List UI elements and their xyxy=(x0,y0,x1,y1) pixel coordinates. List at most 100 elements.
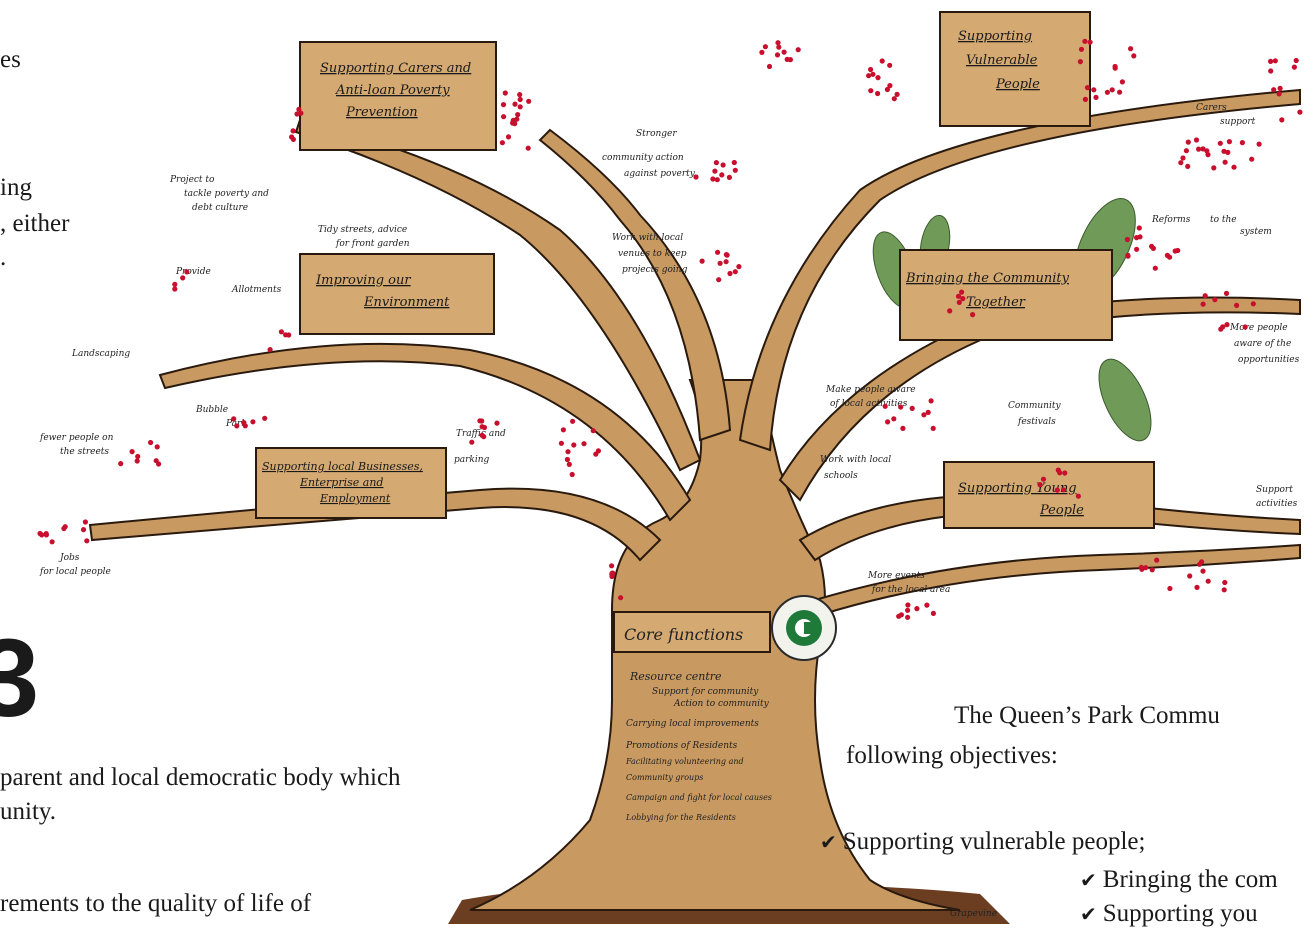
right-intro-line-2: following objectives: xyxy=(846,742,1058,769)
vote-dot xyxy=(289,134,295,140)
vote-dot xyxy=(1185,139,1191,145)
vote-dot xyxy=(1167,254,1173,260)
vote-dot xyxy=(61,525,67,532)
vote-dot xyxy=(914,606,920,612)
vote-dot xyxy=(571,442,577,448)
vote-dot xyxy=(1217,140,1223,146)
vote-dot xyxy=(716,277,722,283)
vote-dot xyxy=(180,275,186,281)
vote-dot xyxy=(868,88,874,94)
box-supporting-carers-line-2: Anti-loan Poverty xyxy=(335,83,450,98)
vote-dot xyxy=(879,58,885,64)
vote-dot xyxy=(717,260,723,266)
note-stronger: Stronger xyxy=(636,129,677,139)
vote-dot xyxy=(1272,58,1278,64)
vote-dot xyxy=(905,602,911,608)
core-functions-item: Carrying local improvements xyxy=(626,719,759,729)
note-people-aware: More people xyxy=(1229,323,1288,333)
box-supporting-vulnerable-line-3: People xyxy=(995,77,1040,92)
vote-dot xyxy=(231,416,237,422)
box-supporting-young-line-1: Supporting Young xyxy=(958,481,1077,496)
box-supporting-businesses-line-2: Enterprise and xyxy=(299,476,383,489)
vote-dot xyxy=(118,461,124,467)
vote-dot xyxy=(732,167,738,173)
vote-dot xyxy=(593,451,599,457)
vote-dot xyxy=(1205,578,1211,584)
vote-dot xyxy=(153,458,159,464)
vote-dot xyxy=(775,40,781,46)
branch-right-middle xyxy=(778,296,1301,502)
vote-dot xyxy=(558,440,565,446)
vote-dot xyxy=(905,614,911,620)
vote-dot xyxy=(1221,148,1227,154)
vote-dot xyxy=(154,444,160,450)
note-support-young: activities xyxy=(1256,499,1298,509)
vote-dot xyxy=(724,252,730,258)
vote-dot xyxy=(956,299,962,305)
vote-dot xyxy=(732,269,738,275)
objective-item-3: Supporting you xyxy=(1080,898,1258,931)
vote-dot xyxy=(1087,39,1093,45)
vote-dot xyxy=(875,75,881,81)
vote-dot xyxy=(1117,89,1123,95)
vote-dot xyxy=(713,160,720,166)
branch-right-upper xyxy=(738,88,1301,452)
vote-dot xyxy=(1128,46,1134,52)
vote-dot xyxy=(885,419,891,425)
vote-dot xyxy=(887,62,893,68)
vote-dot xyxy=(517,104,523,110)
box-improving-environment xyxy=(299,253,495,335)
left-paragraph-line-1: parent and local democratic body which xyxy=(0,764,401,791)
box-improving-environment-line-1: Improving our xyxy=(315,273,411,288)
note-ref-right: to the xyxy=(1210,215,1237,225)
box-bringing-community-line-2: Together xyxy=(966,295,1026,310)
vote-dot xyxy=(1119,79,1125,85)
vote-dot xyxy=(479,418,485,424)
vote-dot xyxy=(1149,567,1155,573)
vote-dot xyxy=(781,49,787,55)
vote-dot xyxy=(505,134,512,140)
vote-dot xyxy=(1167,585,1173,592)
vote-dot xyxy=(566,461,572,467)
box-supporting-young xyxy=(943,461,1155,529)
vote-dot xyxy=(1256,141,1262,147)
vote-dot xyxy=(774,52,781,58)
core-functions-item: Support for community xyxy=(652,687,759,697)
vote-dot xyxy=(759,49,765,56)
vote-dot xyxy=(560,427,567,433)
note-project: debt culture xyxy=(192,203,248,213)
objective-item-2-label: Bringing the com xyxy=(1102,866,1278,893)
vote-dot xyxy=(241,420,247,426)
vote-dot xyxy=(294,111,300,117)
vote-dot xyxy=(618,595,624,601)
vote-dot xyxy=(609,573,615,580)
vote-dot xyxy=(1134,246,1140,252)
vote-dot xyxy=(525,145,531,151)
section-number: 3 xyxy=(0,617,40,740)
vote-dot xyxy=(884,86,891,93)
vote-dot xyxy=(515,112,521,118)
vote-dot xyxy=(469,439,475,445)
vote-dot xyxy=(898,612,905,618)
vote-dot xyxy=(1037,482,1043,488)
vote-dot xyxy=(1060,487,1067,493)
vote-dot xyxy=(795,47,801,53)
note-work-loan: projects going xyxy=(622,265,688,275)
vote-dot xyxy=(1131,53,1137,59)
vote-dot xyxy=(1154,557,1160,563)
vote-dot xyxy=(172,281,178,287)
objective-item-1: Supporting vulnerable people; xyxy=(820,826,1146,859)
note-community-festivals: festivals xyxy=(1017,417,1056,427)
vote-dot xyxy=(960,296,966,302)
note-more-events: More events xyxy=(867,571,925,581)
right-intro-line-1: The Queen’s Park Commu xyxy=(954,702,1220,729)
vote-dot xyxy=(296,106,302,112)
vote-dot xyxy=(502,90,508,96)
vote-dot xyxy=(1277,85,1283,91)
vote-dot xyxy=(590,428,596,434)
vote-dot xyxy=(1239,140,1245,146)
left-paragraph-line-2: unity. xyxy=(0,798,57,825)
box-bringing-community-line-1: Bringing the Community xyxy=(905,271,1070,286)
note-make-people: of local activities xyxy=(830,399,908,409)
vote-dot xyxy=(1082,38,1088,44)
